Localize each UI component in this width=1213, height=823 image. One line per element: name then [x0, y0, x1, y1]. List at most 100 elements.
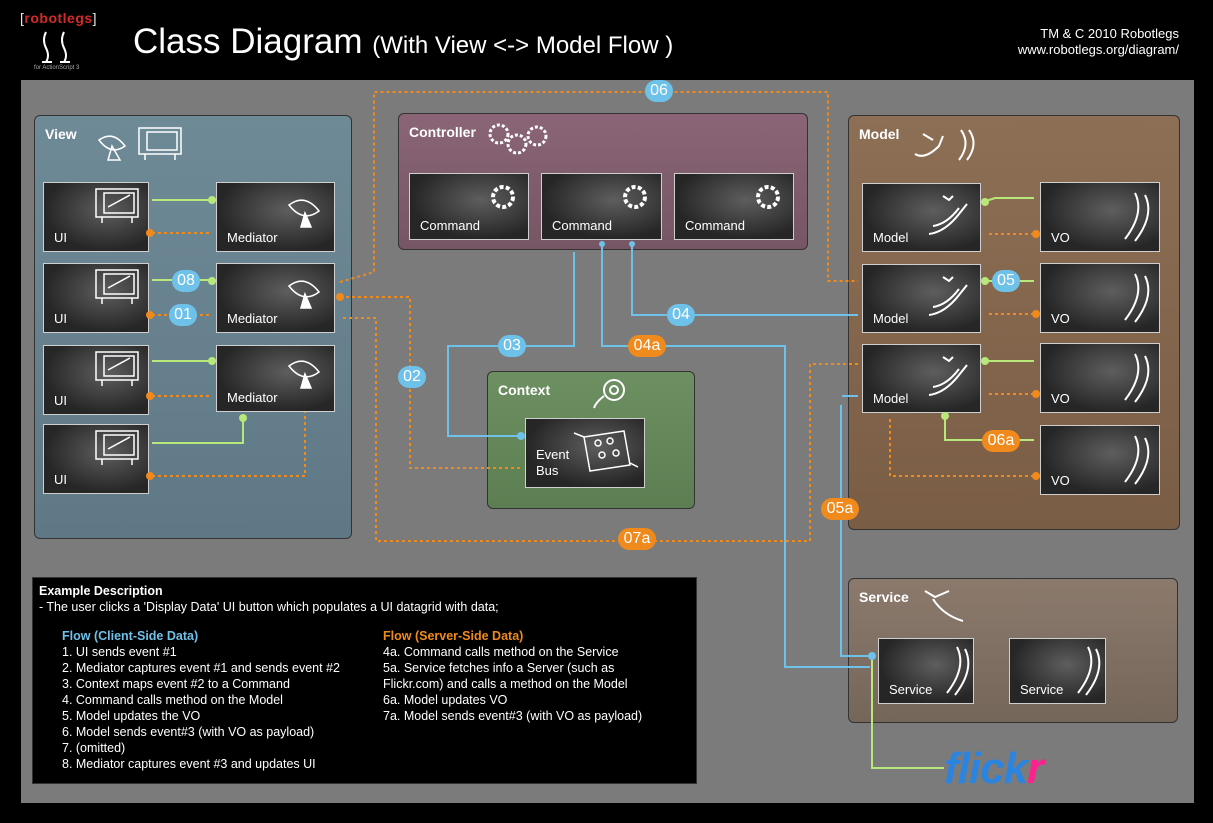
- service-panel-label: Service: [859, 589, 909, 605]
- title-main: Class Diagram: [133, 22, 363, 61]
- service-box[interactable]: Service: [878, 638, 974, 704]
- mediator-label: Mediator: [227, 311, 278, 326]
- connector-dots: [146, 196, 1040, 660]
- satellite-dish-icon: [287, 360, 321, 389]
- client-step: 8. Mediator captures event #3 and update…: [62, 757, 316, 771]
- circuit-board-icon: [573, 430, 639, 472]
- robot-leg-icon: [946, 646, 970, 696]
- robot-arm-icon: [928, 356, 968, 396]
- server-step: 5a. Service fetches info a Server (such …: [383, 661, 615, 675]
- server-step: Flickr.com) and calls a method on the Mo…: [383, 677, 628, 691]
- server-flow-column: Flow (Server-Side Data) 4a. Command call…: [383, 628, 642, 724]
- copyright-block: TM & C 2010 Robotlegs www.robotlegs.org/…: [1018, 26, 1179, 58]
- flow-tag-05: 05: [992, 270, 1020, 292]
- monitor-icon: [95, 430, 139, 465]
- client-step: 3. Context maps event #2 to a Command: [62, 677, 290, 691]
- flow-tag-05a: 05a: [821, 498, 859, 520]
- robot-leg-icon: [1077, 646, 1101, 696]
- flow-tag-01: 01: [169, 304, 197, 326]
- monitor-icon: [95, 188, 139, 223]
- model-box[interactable]: Model: [862, 344, 981, 413]
- model-box[interactable]: Model: [862, 183, 981, 252]
- vo-box[interactable]: VO: [1040, 425, 1160, 495]
- ui-label: UI: [54, 472, 67, 487]
- client-step: 5. Model updates the VO: [62, 709, 201, 723]
- service-label: Service: [1020, 682, 1064, 697]
- vo-box[interactable]: VO: [1040, 263, 1160, 333]
- service-label: Service: [889, 682, 933, 697]
- flow-tag-08: 08: [172, 270, 200, 292]
- copyright-text: TM & C 2010 Robotlegs: [1040, 26, 1179, 41]
- client-step: 6. Model sends event#3 (with VO as paylo…: [62, 725, 315, 739]
- gear-icon: [491, 185, 515, 209]
- server-flow-heading: Flow (Server-Side Data): [383, 629, 524, 643]
- flickr-logo-r: r: [1027, 744, 1044, 793]
- vo-label: VO: [1051, 391, 1070, 406]
- satellite-dish-icon: [97, 135, 127, 161]
- controller-panel-label: Controller: [409, 124, 476, 140]
- ui-label: UI: [54, 311, 67, 326]
- command-box[interactable]: Command: [674, 173, 794, 240]
- vo-box[interactable]: VO: [1040, 182, 1160, 252]
- ui-label: UI: [54, 393, 67, 408]
- mediator-label: Mediator: [227, 230, 278, 245]
- ui-box[interactable]: UI: [43, 345, 149, 415]
- flow-tag-04: 04: [667, 304, 695, 326]
- command-box[interactable]: Command: [409, 173, 529, 240]
- model-panel-label: Model: [859, 126, 900, 142]
- robot-leg-icon: [1124, 435, 1150, 485]
- server-flow-lines: [152, 91, 1034, 542]
- flow-tag-02: 02: [398, 366, 426, 388]
- film-reel-icon: [593, 379, 625, 409]
- command-label: Command: [685, 218, 745, 233]
- service-box[interactable]: Service: [1009, 638, 1106, 704]
- client-flow-heading: Flow (Client-Side Data): [62, 629, 199, 643]
- robotlegs-logo: [robotlegs] for ActionScript 3: [20, 10, 102, 74]
- model-box[interactable]: Model: [862, 264, 981, 333]
- context-panel-label: Context: [498, 382, 551, 398]
- mediator-label: Mediator: [227, 390, 278, 405]
- ui-box[interactable]: UI: [43, 182, 149, 252]
- flickr-logo: flickr: [944, 744, 1044, 794]
- description-title: Example Description: [39, 584, 163, 598]
- mediator-box[interactable]: Mediator: [216, 182, 335, 252]
- client-flow-column: Flow (Client-Side Data) 1. UI sends even…: [62, 628, 340, 772]
- command-label: Command: [420, 218, 480, 233]
- satellite-dish-icon: [287, 199, 321, 228]
- robot-leg-icon: [1124, 353, 1150, 403]
- robot-arm-icon: [928, 276, 968, 316]
- model-label: Model: [873, 230, 909, 245]
- client-step: 2. Mediator captures event #1 and sends …: [62, 661, 340, 675]
- description-summary: - The user clicks a 'Display Data' UI bu…: [39, 600, 499, 614]
- vo-label: VO: [1051, 230, 1070, 245]
- robot-leg-icon: [958, 129, 975, 161]
- robot-legs-icon: [42, 31, 70, 63]
- monitor-icon: [95, 351, 139, 386]
- flow-tag-06a: 06a: [982, 430, 1020, 452]
- event-bus-box[interactable]: Event Bus: [525, 418, 645, 488]
- robot-leg-icon: [1124, 273, 1150, 323]
- client-step: 7. (omitted): [62, 741, 126, 755]
- mediator-box[interactable]: Mediator: [216, 263, 335, 333]
- flow-tag-07a: 07a: [618, 528, 656, 550]
- command-box[interactable]: Command: [541, 173, 662, 240]
- flickr-logo-part: flick: [944, 744, 1028, 793]
- monitor-icon: [95, 269, 139, 304]
- model-label: Model: [873, 311, 909, 326]
- satellite-dish-icon: [287, 280, 321, 309]
- robot-leg-icon: [1124, 192, 1150, 242]
- gear-icon: [623, 185, 647, 209]
- vo-box[interactable]: VO: [1040, 343, 1160, 413]
- flow-tag-06: 06: [645, 80, 673, 102]
- client-flow-lines: [447, 244, 870, 668]
- flow-tag-03: 03: [498, 335, 526, 357]
- site-url: www.robotlegs.org/diagram/: [1017, 42, 1179, 57]
- page-title: Class Diagram (With View <-> Model Flow …: [133, 22, 673, 62]
- example-description: Example Description - The user clicks a …: [32, 577, 697, 784]
- ui-box[interactable]: UI: [43, 424, 149, 494]
- view-panel-label: View: [45, 126, 77, 142]
- ui-box[interactable]: UI: [43, 263, 149, 333]
- logo-text: robotlegs: [24, 10, 93, 26]
- mediator-box[interactable]: Mediator: [216, 345, 335, 412]
